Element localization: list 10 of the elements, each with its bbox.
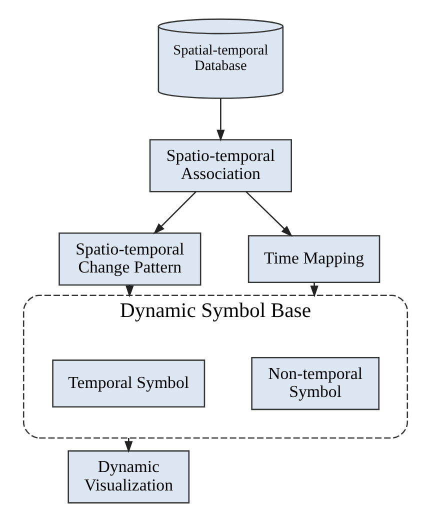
arrow bbox=[124, 437, 133, 452]
node-box: Temporal Symbol bbox=[52, 359, 206, 408]
node-box: Dynamic Visualization bbox=[68, 450, 190, 503]
node-box: Non-temporal Symbol bbox=[251, 356, 380, 410]
arrow bbox=[310, 282, 318, 297]
node-box: Spatio-temporal Association bbox=[149, 138, 292, 192]
node-box: Time Mapping bbox=[248, 234, 380, 283]
arrow bbox=[153, 190, 196, 234]
arrow bbox=[246, 190, 293, 236]
arrow bbox=[216, 98, 225, 141]
